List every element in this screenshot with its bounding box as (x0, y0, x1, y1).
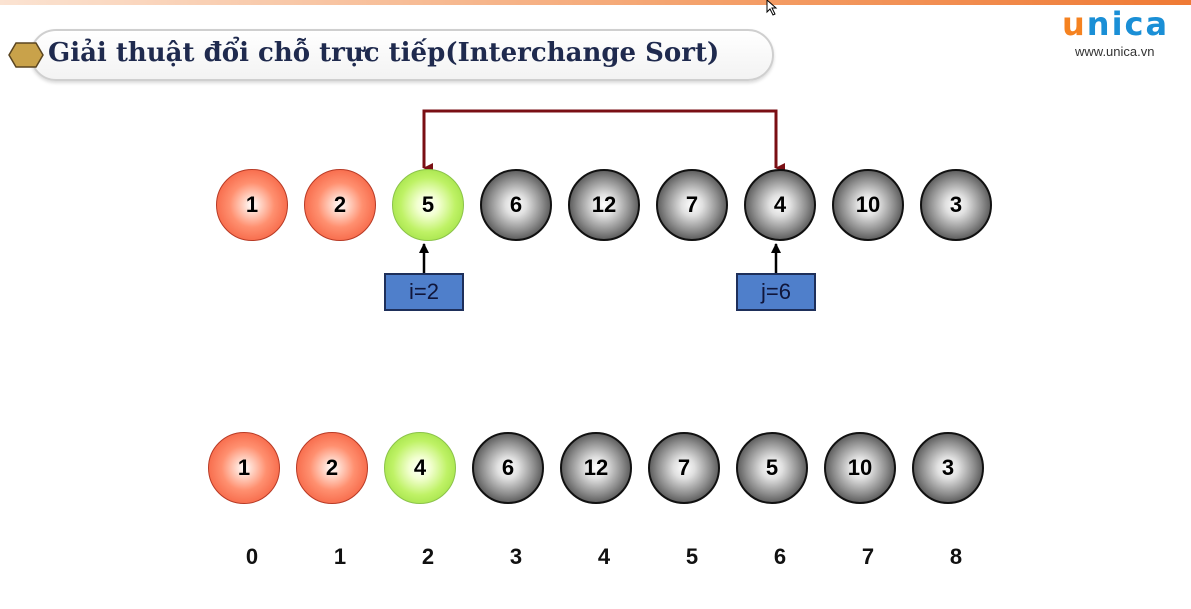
after-ball-1: 2 (296, 432, 368, 504)
unica-logo: unica (1062, 5, 1170, 43)
before-ball-5: 7 (656, 169, 728, 241)
after-ball-4: 12 (560, 432, 632, 504)
logo-url: www.unica.vn (1075, 44, 1155, 59)
before-ball-6: 4 (744, 169, 816, 241)
top-accent-bar (0, 0, 1191, 5)
index-label-2: 2 (421, 544, 435, 569)
after-ball-5: 7 (648, 432, 720, 504)
index-label-8: 8 (949, 544, 963, 569)
after-ball-6: 5 (736, 432, 808, 504)
after-ball-0: 1 (208, 432, 280, 504)
before-ball-8: 3 (920, 169, 992, 241)
i-pointer-label: i=2 (384, 273, 464, 311)
index-label-6: 6 (773, 544, 787, 569)
page-title: Giải thuật đổi chỗ trực tiếp(Interchange… (48, 38, 720, 68)
hexagon-bullet-icon (8, 42, 44, 68)
before-ball-3: 6 (480, 169, 552, 241)
after-ball-7: 10 (824, 432, 896, 504)
swap-bracket (422, 109, 785, 173)
before-ball-4: 12 (568, 169, 640, 241)
index-label-5: 5 (685, 544, 699, 569)
index-label-1: 1 (333, 544, 347, 569)
before-ball-2: 5 (392, 169, 464, 241)
mouse-cursor-icon (766, 0, 778, 16)
before-ball-0: 1 (216, 169, 288, 241)
before-ball-1: 2 (304, 169, 376, 241)
after-ball-8: 3 (912, 432, 984, 504)
after-ball-2: 4 (384, 432, 456, 504)
index-label-7: 7 (861, 544, 875, 569)
before-ball-7: 10 (832, 169, 904, 241)
after-ball-3: 6 (472, 432, 544, 504)
j-pointer-label: j=6 (736, 273, 816, 311)
title-banner (30, 29, 774, 81)
index-label-0: 0 (245, 544, 259, 569)
index-label-4: 4 (597, 544, 611, 569)
index-label-3: 3 (509, 544, 523, 569)
